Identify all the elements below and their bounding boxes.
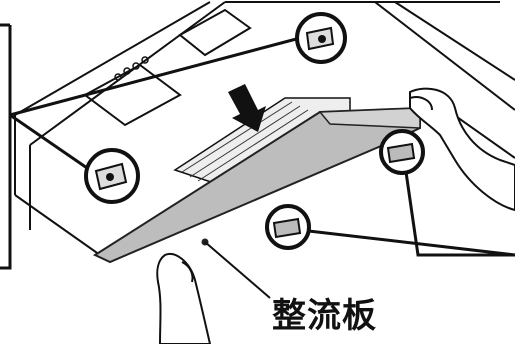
left-bracket bbox=[0, 25, 10, 268]
part-label: 整流板 bbox=[272, 296, 377, 336]
magnifier-callout-left bbox=[86, 150, 138, 202]
magnifier-callout-bottom bbox=[267, 206, 309, 248]
magnifier-callout-top bbox=[297, 14, 345, 62]
hand-icon bbox=[410, 89, 515, 210]
label-leader-line bbox=[205, 242, 270, 298]
hand-icon-bottom bbox=[157, 254, 210, 344]
magnifier-callout-right bbox=[381, 131, 423, 173]
